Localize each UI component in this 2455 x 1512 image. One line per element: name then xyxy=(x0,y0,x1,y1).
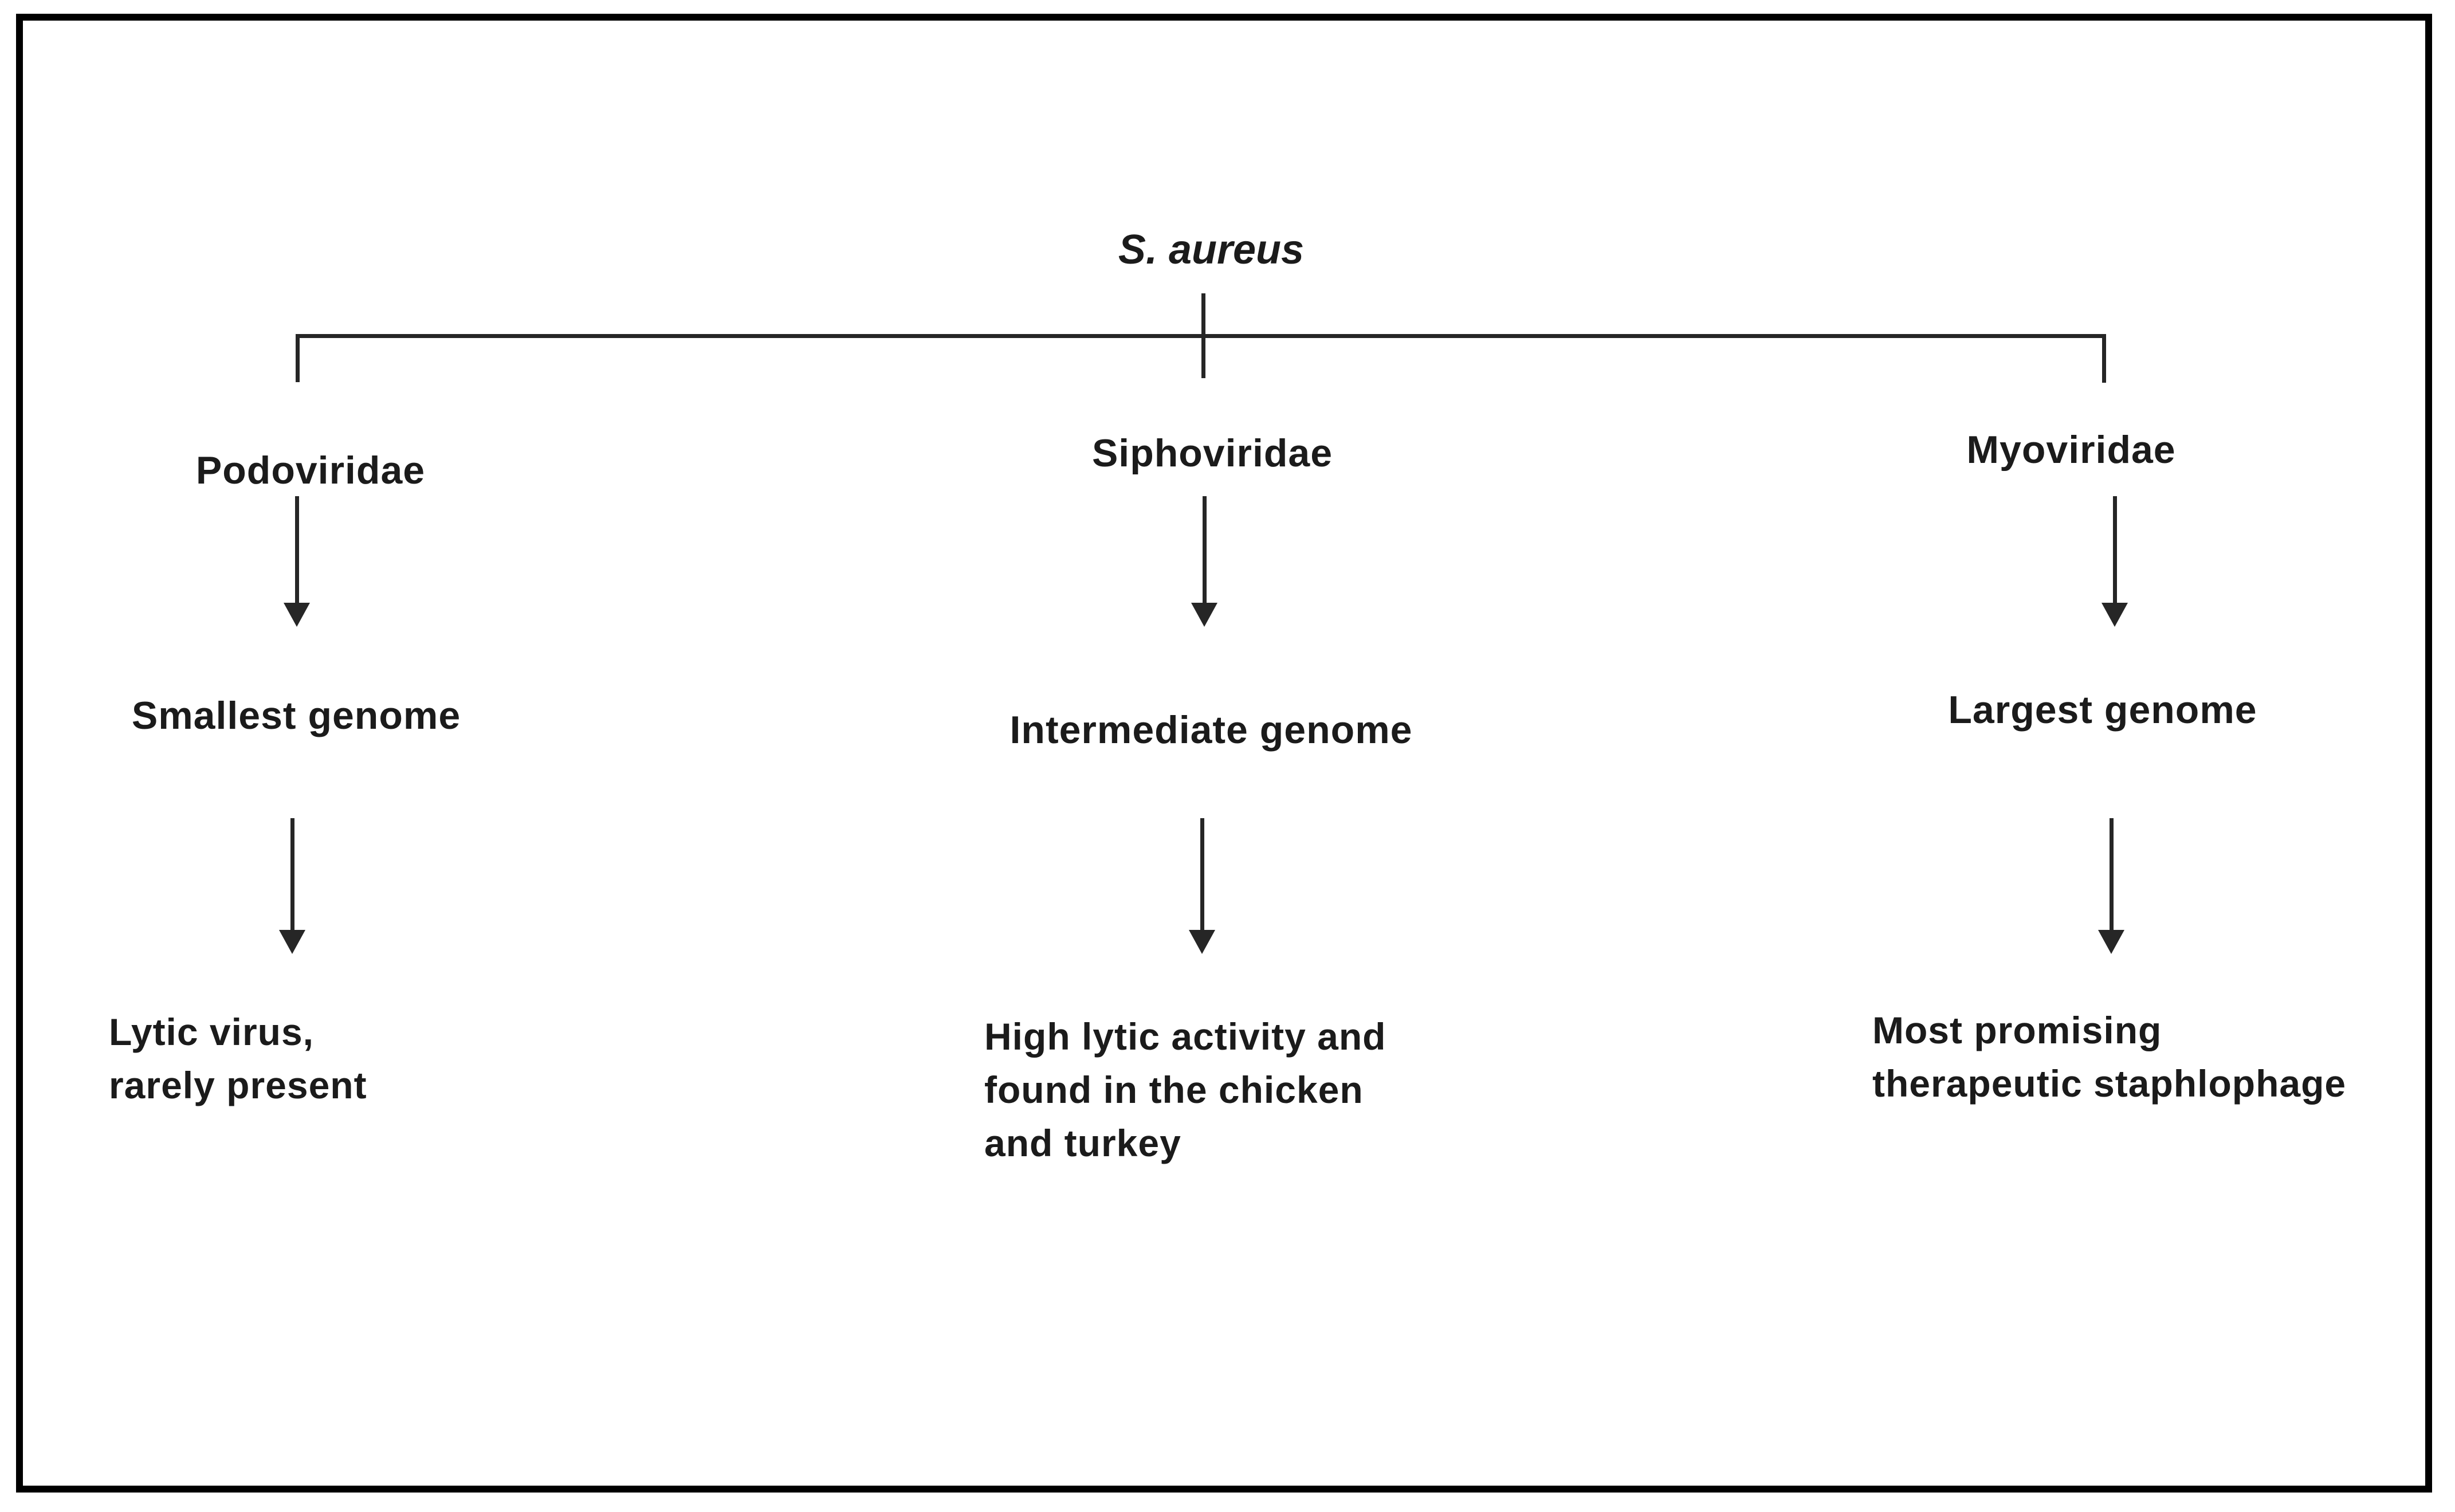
arrow-head xyxy=(279,930,305,954)
genome-label-myoviridae: Largest genome xyxy=(1948,688,2257,732)
branch-left-drop-line xyxy=(296,334,300,382)
family-label-myoviridae: Myoviridae xyxy=(1966,428,2176,472)
arrow-shaft xyxy=(1202,496,1207,604)
arrow-down-icon xyxy=(279,818,305,954)
arrow-down-icon xyxy=(1191,496,1217,627)
arrow-shaft xyxy=(290,818,294,931)
description-podoviridae: Lytic virus, rarely present xyxy=(109,1011,367,1106)
arrow-down-icon xyxy=(284,496,310,627)
family-label-podoviridae: Podoviridae xyxy=(195,449,426,492)
arrow-down-icon xyxy=(2102,496,2128,627)
arrow-shaft xyxy=(2112,496,2117,604)
border-frame xyxy=(16,14,2432,1493)
arrow-shaft xyxy=(2109,818,2114,931)
arrow-head xyxy=(2098,930,2124,954)
family-label-siphoviridae: Siphoviridae xyxy=(1091,431,1333,475)
branch-horizontal-line xyxy=(297,334,2106,338)
arrow-head xyxy=(284,603,310,627)
arrow-head xyxy=(1189,930,1215,954)
genome-label-podoviridae: Smallest genome xyxy=(131,694,461,737)
branch-right-drop-line xyxy=(2102,334,2106,383)
description-siphoviridae: High lytic activity and found in the chi… xyxy=(984,1015,1386,1164)
arrow-head xyxy=(2102,603,2128,627)
arrow-down-icon xyxy=(2098,818,2124,954)
arrow-shaft xyxy=(1200,818,1204,931)
description-myoviridae: Most promising therapeutic staphlophage xyxy=(1872,1009,2347,1105)
root-organism-label: S. aureus xyxy=(1118,227,1305,273)
arrow-shaft xyxy=(294,496,299,604)
genome-label-siphoviridae: Intermediate genome xyxy=(1010,708,1413,752)
arrow-head xyxy=(1191,603,1217,627)
arrow-down-icon xyxy=(1189,818,1215,954)
